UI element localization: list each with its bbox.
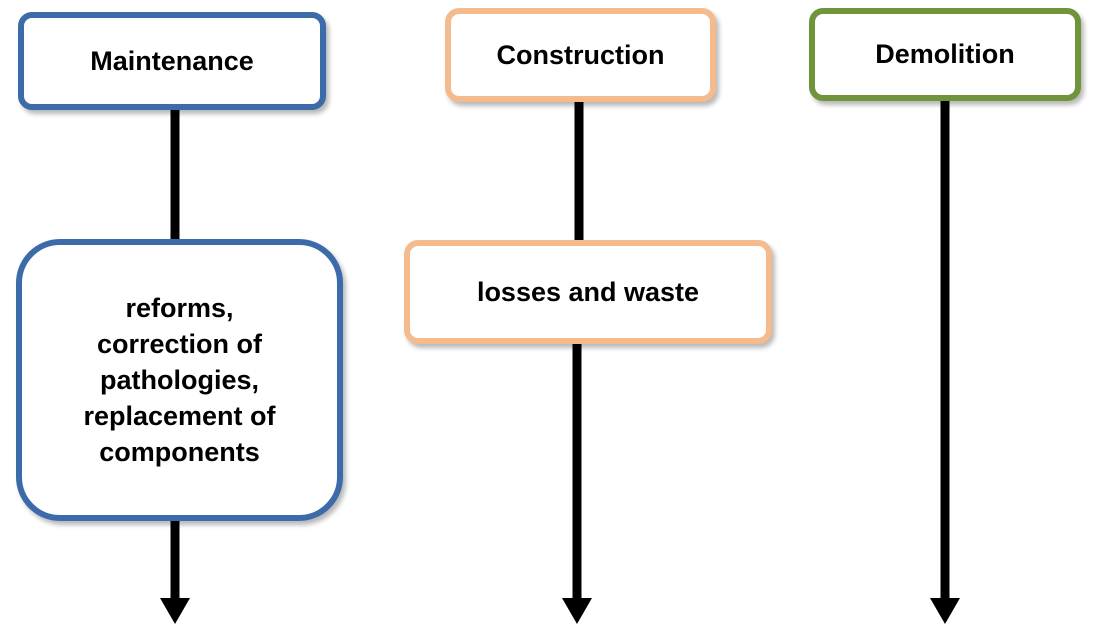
arrowhead-demolition	[930, 598, 960, 624]
construction-node: Construction	[445, 8, 716, 102]
construction-label: Construction	[496, 39, 665, 70]
arrowhead-construction	[562, 598, 592, 624]
losses-node: losses and waste	[404, 240, 772, 344]
maintenance-node: Maintenance	[18, 12, 326, 110]
arrowhead-maintenance	[160, 598, 190, 624]
demolition-label: Demolition	[875, 39, 1015, 69]
maintenance-label: Maintenance	[90, 45, 254, 76]
reforms-label: reforms, correction of pathologies, repl…	[83, 293, 276, 467]
demolition-node: Demolition	[809, 8, 1081, 101]
losses-label: losses and waste	[476, 276, 700, 307]
reforms-node: reforms, correction of pathologies, repl…	[16, 239, 343, 521]
